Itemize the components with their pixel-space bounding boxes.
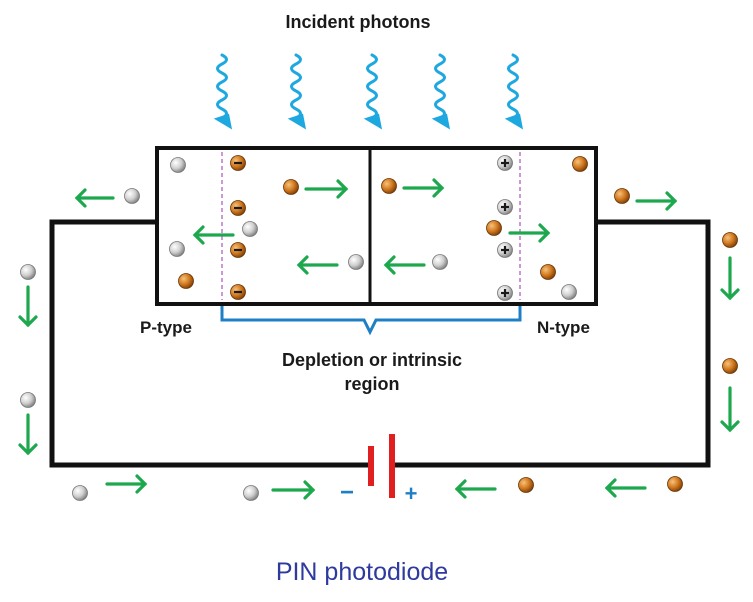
positive-ion-icon xyxy=(497,155,513,171)
electron-particle-icon xyxy=(667,476,683,492)
negative-ion-icon xyxy=(230,242,246,258)
photon-wave-icon xyxy=(363,53,383,130)
charge-carriers xyxy=(20,155,738,501)
negative-ion-icon xyxy=(230,200,246,216)
flow-arrow-icon xyxy=(74,188,115,208)
n-type-label: N-type xyxy=(537,318,590,337)
negative-ion-icon xyxy=(230,155,246,171)
p-type-label: P-type xyxy=(140,318,192,337)
positive-ion-icon xyxy=(497,199,513,215)
depletion-bracket xyxy=(220,306,522,336)
battery-plate-negative xyxy=(368,446,374,486)
battery-minus-sign: − xyxy=(340,479,354,506)
flow-arrow-icon xyxy=(720,256,740,301)
hole-particle-icon xyxy=(243,485,259,501)
hole-particle-icon xyxy=(124,188,140,204)
hole-particle-icon xyxy=(20,264,36,280)
photon-wave-icon xyxy=(213,53,233,130)
depletion-label-line2: region xyxy=(344,374,399,394)
incident-photons xyxy=(213,53,524,130)
hole-particle-icon xyxy=(432,254,448,270)
battery: − + xyxy=(340,434,417,506)
electron-particle-icon xyxy=(572,156,588,172)
left-wire xyxy=(49,219,373,468)
diagram-caption: PIN photodiode xyxy=(276,558,448,586)
electron-particle-icon xyxy=(283,179,299,195)
flow-arrow-icon xyxy=(635,191,678,211)
electron-particle-icon xyxy=(722,358,738,374)
flow-arrow-icon xyxy=(296,255,339,275)
positive-ion-icon xyxy=(497,242,513,258)
battery-plate-positive xyxy=(389,434,395,498)
battery-plus-sign: + xyxy=(405,481,418,506)
right-wire xyxy=(390,219,711,468)
photon-wave-icon xyxy=(287,53,307,130)
flow-arrow-icon xyxy=(720,386,740,433)
hole-particle-icon xyxy=(170,157,186,173)
negative-ion-icon xyxy=(230,284,246,300)
hole-particle-icon xyxy=(169,241,185,257)
depletion-label-line1: Depletion or intrinsic xyxy=(282,350,462,370)
flow-arrow-icon xyxy=(105,474,148,494)
hole-particle-icon xyxy=(20,392,36,408)
electron-particle-icon xyxy=(486,220,502,236)
electron-particle-icon xyxy=(540,264,556,280)
electron-particle-icon xyxy=(722,232,738,248)
flow-arrow-icon xyxy=(604,478,647,498)
flow-arrows xyxy=(18,178,740,500)
flow-arrow-icon xyxy=(383,255,426,275)
electron-particle-icon xyxy=(518,477,534,493)
flow-arrow-icon xyxy=(454,479,497,499)
hole-particle-icon xyxy=(242,221,258,237)
flow-arrow-icon xyxy=(304,179,349,199)
flow-arrow-icon xyxy=(192,225,235,245)
hole-particle-icon xyxy=(348,254,364,270)
circuit-wires xyxy=(49,219,711,468)
photon-wave-icon xyxy=(504,53,524,130)
positive-ion-icon xyxy=(497,285,513,301)
photodiode-body xyxy=(155,146,598,306)
flow-arrow-icon xyxy=(508,223,551,243)
electron-particle-icon xyxy=(614,188,630,204)
diagram-title: Incident photons xyxy=(286,12,431,32)
hole-particle-icon xyxy=(72,485,88,501)
flow-arrow-icon xyxy=(402,178,445,198)
electron-particle-icon xyxy=(178,273,194,289)
electron-particle-icon xyxy=(381,178,397,194)
photon-wave-icon xyxy=(431,53,451,130)
flow-arrow-icon xyxy=(18,413,38,456)
flow-arrow-icon xyxy=(271,480,316,500)
flow-arrow-icon xyxy=(18,285,38,328)
hole-particle-icon xyxy=(561,284,577,300)
